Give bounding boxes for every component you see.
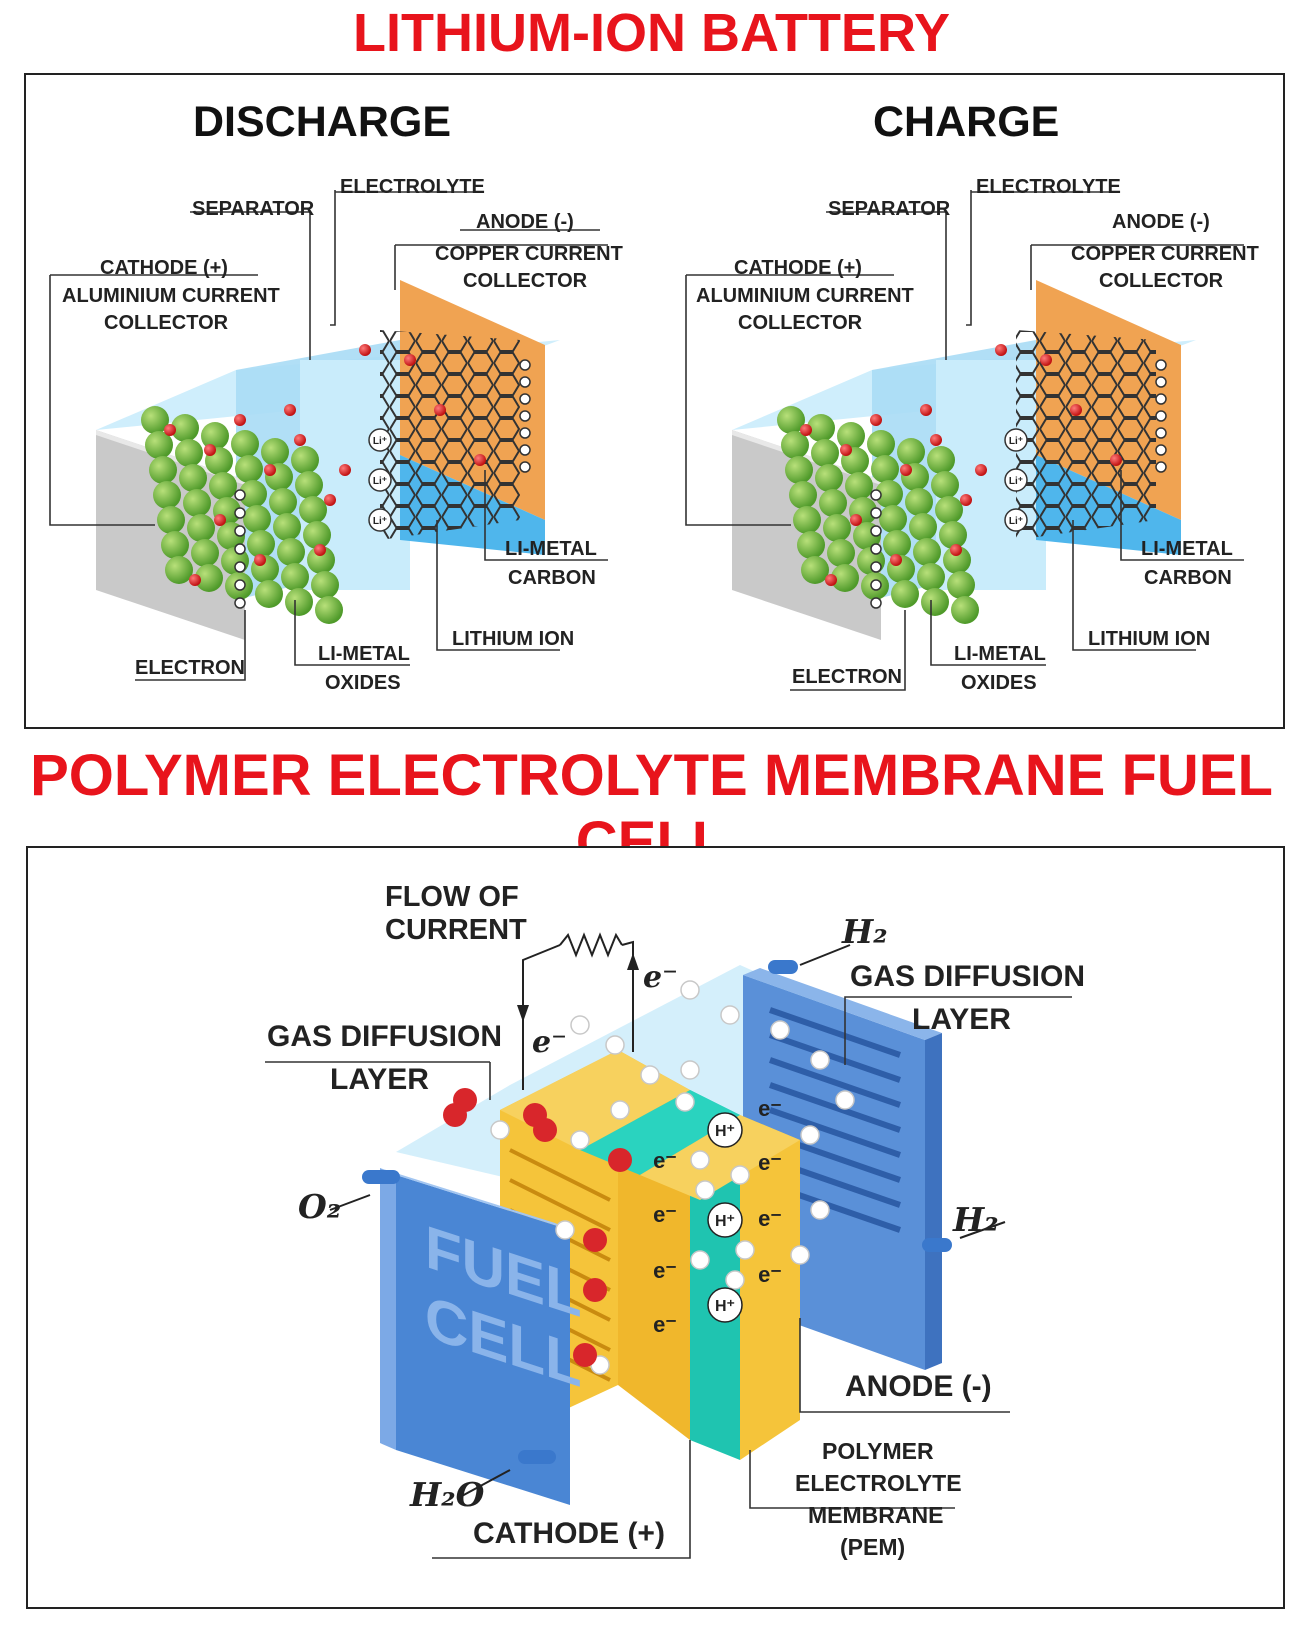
hydrogen-molecule [571,1131,589,1149]
electron-symbol: e⁻ [653,1202,677,1227]
hydrogen-molecule [696,1181,714,1199]
hydrogen-molecule [811,1051,829,1069]
gdl-right-label-2: LAYER [912,998,1011,1042]
hydrogen-molecule [731,1166,749,1184]
oxygen-molecule [583,1278,607,1302]
electron-top-left: e⁻ [532,1025,567,1060]
gdl-left-label-2: LAYER [330,1058,429,1102]
h2-inlet-tube [768,960,798,974]
hydrogen-molecule [606,1036,624,1054]
oxygen-molecule [583,1228,607,1252]
electron-symbol: e⁻ [758,1096,782,1121]
electron-symbol: e⁻ [758,1206,782,1231]
hydrogen-molecule [691,1251,709,1269]
electron-symbol: e⁻ [758,1262,782,1287]
hydrogen-molecule [791,1246,809,1264]
h2-in-label: H₂ [842,912,888,951]
hydrogen-molecule [736,1241,754,1259]
gdl-left-label-1: GAS DIFFUSION [267,1015,502,1059]
hydrogen-molecule [801,1126,819,1144]
electron-symbol: e⁻ [653,1148,677,1173]
hydrogen-molecule [771,1021,789,1039]
hydrogen-molecule [491,1121,509,1139]
o2-inlet-tube [362,1170,400,1184]
oxygen-molecule [608,1148,632,1172]
flow-current-label-2: CURRENT [385,913,527,947]
hydrogen-molecule [641,1066,659,1084]
proton-symbol: H⁺ [715,1298,735,1315]
hydrogen-molecule [836,1091,854,1109]
cathode-label: CATHODE (+) [473,1512,665,1556]
h2-outlet-tube [922,1238,952,1252]
hydrogen-molecule [571,1016,589,1034]
pem-label-1: POLYMER [822,1435,934,1467]
gdl-right-label-1: GAS DIFFUSION [850,955,1085,999]
h2o-label: H₂O [410,1475,484,1514]
electron-top-right: e⁻ [643,960,678,995]
hydrogen-molecule [676,1093,694,1111]
pem-label-4: (PEM) [840,1531,905,1563]
oxygen-molecule [443,1103,467,1127]
h2-out-label: H₂ [953,1200,999,1239]
electron-symbol: e⁻ [758,1150,782,1175]
proton-symbol: H⁺ [715,1123,735,1140]
oxygen-molecule [533,1118,557,1142]
hydrogen-molecule [681,981,699,999]
hydrogen-molecule [611,1101,629,1119]
hydrogen-molecule [556,1221,574,1239]
pem-label-2: ELECTROLYTE [795,1467,962,1499]
hydrogen-molecule [721,1006,739,1024]
anode-label: ANODE (-) [845,1365,992,1409]
hydrogen-molecule [726,1271,744,1289]
electron-symbol: e⁻ [653,1312,677,1337]
current-arrows [517,953,639,1022]
pem-label-3: MEMBRANE [808,1499,943,1531]
hydrogen-molecule [681,1061,699,1079]
hydrogen-molecule [691,1151,709,1169]
h2o-outlet-tube [518,1450,556,1464]
electron-symbol: e⁻ [653,1258,677,1283]
o2-label: O₂ [298,1187,341,1226]
proton-symbol: H⁺ [715,1213,735,1230]
hydrogen-molecule [811,1201,829,1219]
flow-current-label-1: FLOW OF [385,880,519,914]
